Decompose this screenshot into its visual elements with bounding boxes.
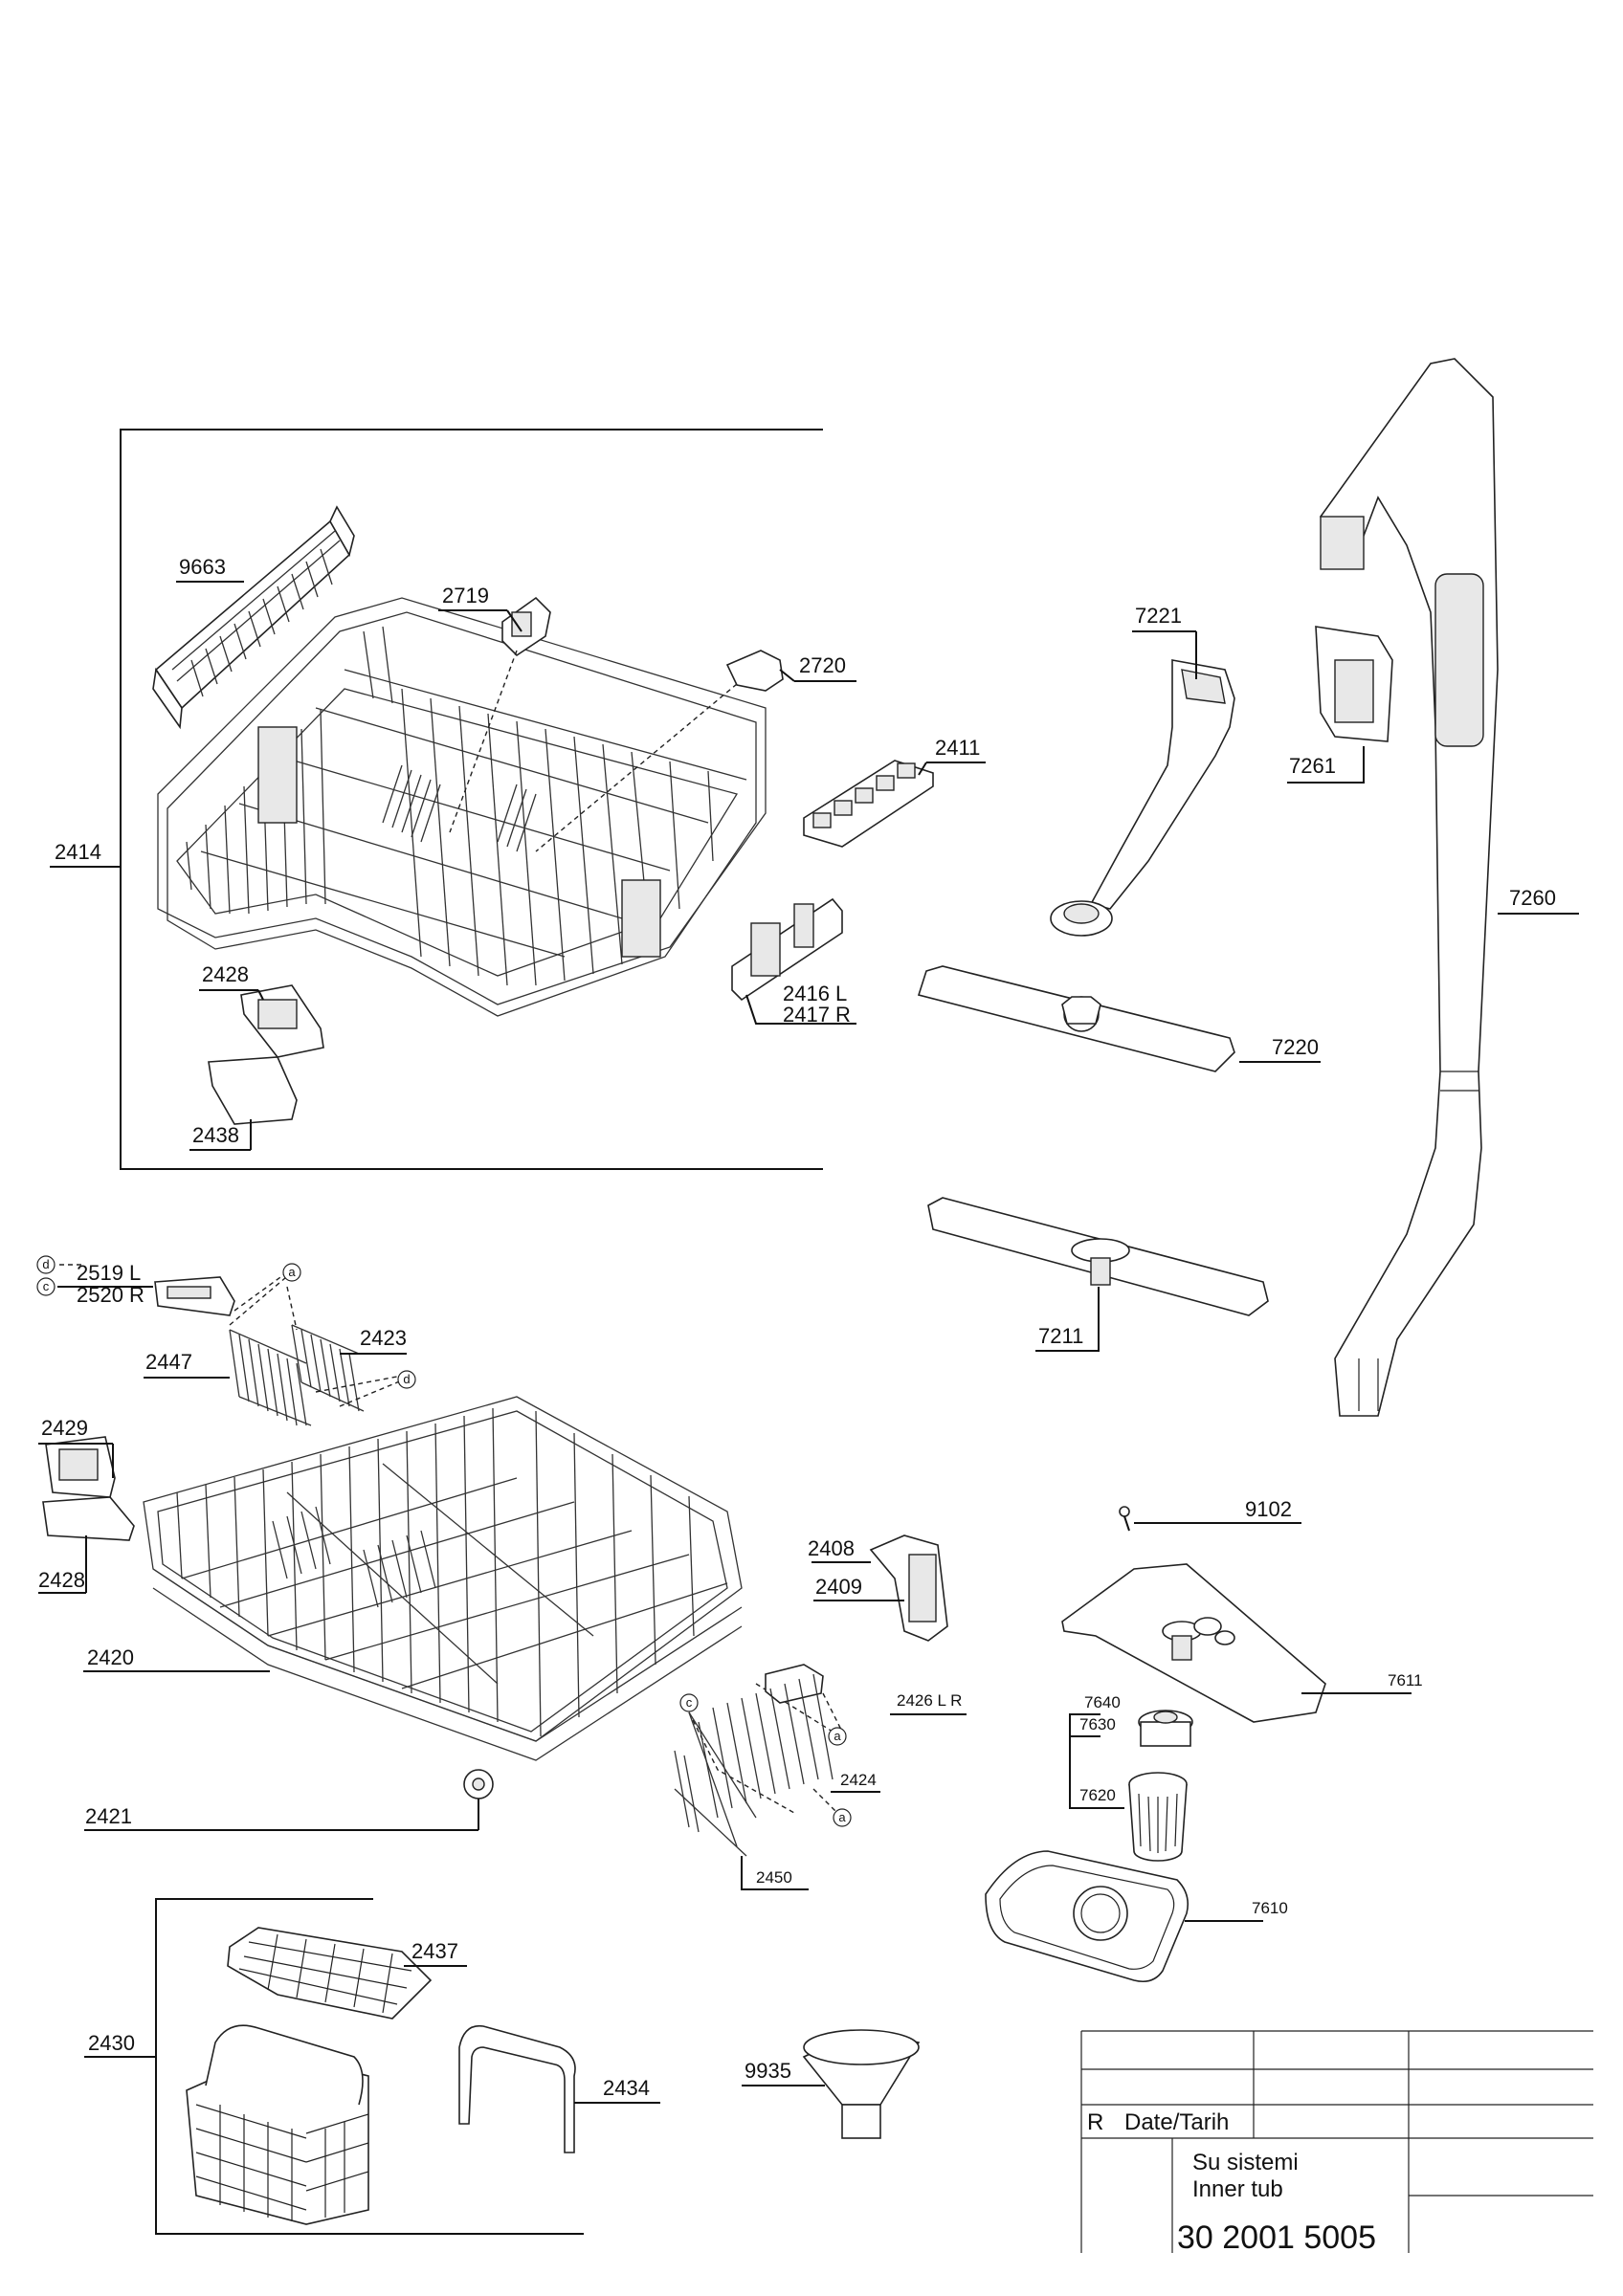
dashed-callout-lines (59, 1264, 843, 1814)
title-date-label: Date/Tarih (1124, 2109, 1229, 2135)
label-2411: 2411 (935, 736, 980, 760)
part-7610-micro-filter (985, 1850, 1189, 1983)
label-2438: 2438 (192, 1123, 239, 1147)
label-7640: 7640 (1084, 1693, 1121, 1711)
part-2428-lower (42, 1496, 135, 1541)
part-2437-lid (227, 1927, 433, 2020)
title-tr: Su sistemi (1192, 2150, 1299, 2175)
callout-d-lower: d (403, 1372, 410, 1386)
part-2434-handle (458, 2024, 576, 2153)
part-2416-2417-rails (731, 897, 843, 1002)
label-2428-lower: 2428 (38, 1568, 85, 1592)
part-2424-2450-rack (674, 1673, 834, 1857)
label-2434: 2434 (603, 2076, 650, 2100)
part-2720-clip (535, 650, 784, 852)
callout-d-2519: d (42, 1257, 49, 1271)
callout-c-rack: c (686, 1695, 693, 1710)
upper-basket-group-frame (120, 429, 823, 1170)
part-7211-spray-arm (927, 1197, 1269, 1316)
part-2429-clip (45, 1436, 116, 1498)
label-2421: 2421 (85, 1804, 132, 1828)
part-labels: 9663 2719 2720 2411 2414 2428 2438 2416 … (38, 555, 1556, 2100)
part-7620-filter (1128, 1772, 1188, 1862)
part-2430-cutlery-basket (186, 2024, 369, 2225)
label-2426: 2426 L R (897, 1691, 962, 1710)
title-en: Inner tub (1192, 2176, 1283, 2202)
label-7221: 7221 (1135, 604, 1182, 628)
part-2423-rack (291, 1324, 365, 1412)
upper-basket-2414 (157, 597, 767, 1017)
label-2409: 2409 (815, 1575, 862, 1599)
label-7261: 7261 (1289, 754, 1336, 778)
part-2428-upper (240, 984, 324, 1058)
label-7620: 7620 (1079, 1786, 1116, 1804)
part-7261-adapter (1315, 626, 1393, 742)
part-7221-pipe (1050, 659, 1235, 937)
drawing-number: 30 2001 5005 (1177, 2219, 1376, 2256)
callout-c-2520: c (43, 1279, 50, 1293)
cutlery-basket-group-frame (155, 1898, 584, 2235)
part-2411-clips (803, 760, 934, 848)
label-7220: 7220 (1272, 1035, 1319, 1059)
part-2421-wheel (463, 1769, 494, 1799)
part-2426-clip (765, 1664, 824, 1704)
label-2437: 2437 (411, 1939, 458, 1963)
cutlery-tray-9663 (152, 505, 355, 730)
label-2520: 2520 R (77, 1283, 145, 1307)
circle-callouts: d c a d c a a (36, 1255, 852, 1827)
part-7630-7640-strainer (1138, 1710, 1193, 1747)
label-2429: 2429 (41, 1416, 88, 1440)
label-9663: 9663 (179, 555, 226, 579)
label-2430: 2430 (88, 2031, 135, 2055)
label-7611: 7611 (1388, 1671, 1423, 1689)
label-2417: 2417 R (783, 1003, 851, 1027)
callout-a-upper: a (288, 1265, 296, 1279)
label-2423: 2423 (360, 1326, 407, 1350)
part-9102-screw (1119, 1506, 1130, 1532)
part-7611-cover (1061, 1563, 1326, 1723)
label-2414: 2414 (55, 840, 101, 864)
label-7260: 7260 (1509, 886, 1556, 910)
label-2420: 2420 (87, 1645, 134, 1669)
label-2416: 2416 L (783, 982, 847, 1005)
part-2408-2409-bracket (869, 1534, 948, 1642)
label-2447: 2447 (145, 1350, 192, 1374)
part-7220-spray-arm (917, 965, 1235, 1072)
label-9935: 9935 (745, 2059, 791, 2083)
part-9935-funnel (802, 2029, 921, 2139)
label-2408: 2408 (808, 1536, 855, 1560)
label-7610: 7610 (1252, 1899, 1288, 1917)
part-2519-2520-clips (154, 1276, 235, 1316)
label-7211: 7211 (1038, 1324, 1083, 1348)
label-2424: 2424 (840, 1771, 877, 1789)
label-2428-upper: 2428 (202, 962, 249, 986)
part-7260-duct (1320, 358, 1499, 1417)
label-7630: 7630 (1079, 1715, 1116, 1733)
title-block: R Date/Tarih Su sistemi Inner tub 30 200… (1080, 2030, 1593, 2256)
title-revision: R (1087, 2109, 1103, 2135)
part-2438 (208, 1056, 298, 1125)
leader-lines (38, 581, 1579, 2104)
callout-a-clip: a (834, 1729, 841, 1743)
label-2519: 2519 L (77, 1261, 141, 1285)
label-2450: 2450 (756, 1868, 792, 1887)
label-2719: 2719 (442, 584, 489, 607)
part-2447-rack (229, 1329, 312, 1426)
part-2719-clip (449, 596, 551, 833)
label-2720: 2720 (799, 653, 846, 677)
lower-basket-2420 (143, 1396, 743, 1761)
label-9102: 9102 (1245, 1497, 1292, 1521)
callout-a-rack: a (838, 1810, 846, 1824)
